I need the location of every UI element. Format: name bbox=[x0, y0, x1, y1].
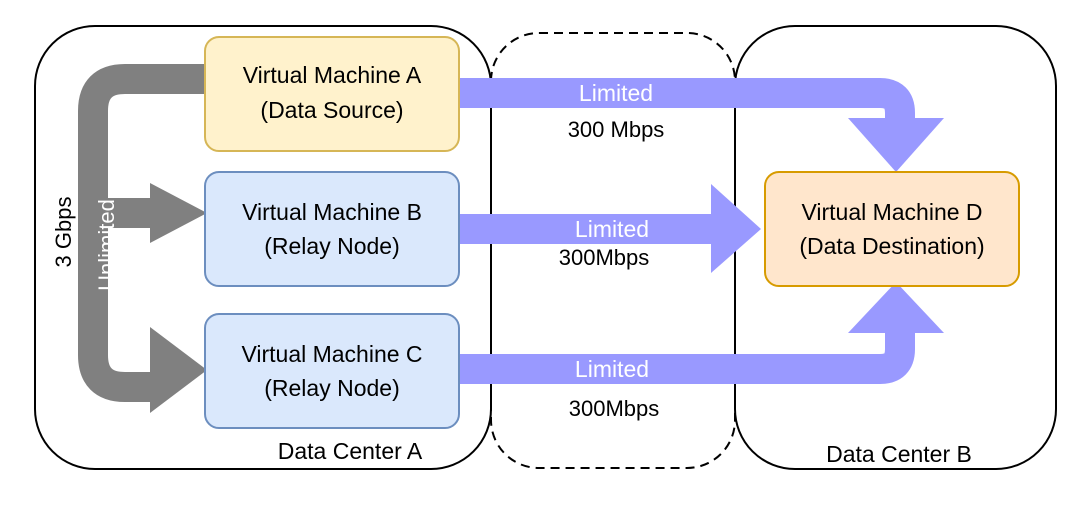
vm-c-title: Virtual Machine C bbox=[241, 341, 422, 367]
limited-arrowhead-c-to-d bbox=[848, 282, 944, 333]
vm-a-role: (Data Source) bbox=[260, 97, 403, 123]
unlimited-trunk-arrow bbox=[78, 64, 207, 402]
internal-unlimited-label: Unlimited bbox=[94, 199, 119, 291]
vm-c-box bbox=[204, 313, 460, 429]
vm-b-title: Virtual Machine B bbox=[242, 199, 422, 225]
vm-b-box bbox=[204, 171, 460, 287]
unlimited-arrowhead-to-b bbox=[150, 183, 207, 243]
limited-arrow-a-to-d bbox=[459, 78, 915, 122]
link-a-limited-label: Limited bbox=[579, 80, 653, 106]
unlimited-arrowhead-to-c bbox=[150, 327, 207, 413]
link-a-rate-label: 300 Mbps bbox=[568, 117, 665, 142]
vm-a-box bbox=[204, 36, 460, 152]
limited-arrowhead-b-to-d bbox=[711, 184, 761, 273]
data-center-b-label: Data Center B bbox=[826, 441, 972, 467]
limited-arrowhead-a-to-d bbox=[848, 118, 944, 172]
link-b-limited-label: Limited bbox=[575, 216, 649, 242]
vm-c-node: Virtual Machine C (Relay Node) bbox=[204, 313, 460, 429]
vm-a-title: Virtual Machine A bbox=[243, 62, 422, 88]
vm-d-node: Virtual Machine D (Data Destination) bbox=[764, 171, 1020, 287]
limited-arrow-c-to-d bbox=[459, 332, 915, 384]
link-c-rate-label: 300Mbps bbox=[569, 396, 660, 421]
vm-b-role: (Relay Node) bbox=[264, 233, 400, 259]
vm-d-box bbox=[764, 171, 1020, 287]
vm-d-title: Virtual Machine D bbox=[801, 199, 982, 225]
vm-b-node: Virtual Machine B (Relay Node) bbox=[204, 171, 460, 287]
data-center-a-container bbox=[34, 25, 492, 470]
internal-rate-label: 3 Gbps bbox=[51, 197, 76, 268]
vm-d-role: (Data Destination) bbox=[799, 233, 984, 259]
link-b-rate-label: 300Mbps bbox=[559, 245, 650, 270]
vm-c-role: (Relay Node) bbox=[264, 375, 400, 401]
link-c-limited-label: Limited bbox=[575, 356, 649, 382]
vm-a-node: Virtual Machine A (Data Source) bbox=[204, 36, 460, 152]
data-center-a-label: Data Center A bbox=[278, 438, 423, 464]
